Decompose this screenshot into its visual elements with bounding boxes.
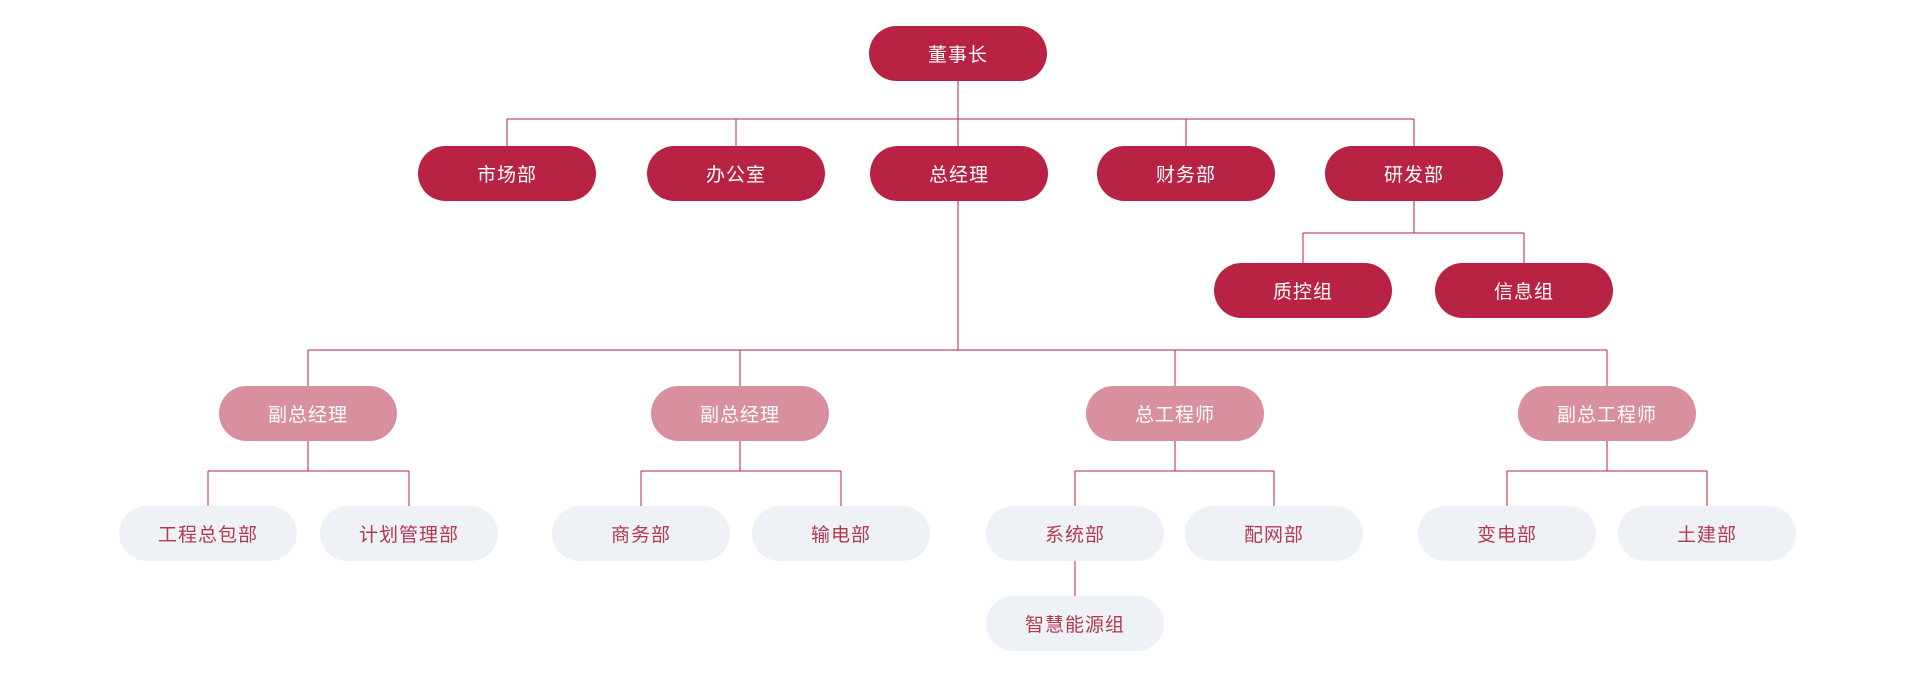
node-quality-control-group: 质控组 (1214, 263, 1392, 318)
node-epc-dept: 工程总包部 (119, 506, 297, 561)
node-office: 办公室 (647, 146, 825, 201)
node-deputy-gm-2: 副总经理 (651, 386, 829, 441)
node-finance-dept: 财务部 (1097, 146, 1275, 201)
node-general-manager: 总经理 (870, 146, 1048, 201)
node-business-dept: 商务部 (552, 506, 730, 561)
node-power-transmission-dept: 输电部 (752, 506, 930, 561)
node-rd-dept: 研发部 (1325, 146, 1503, 201)
node-information-group: 信息组 (1435, 263, 1613, 318)
node-distribution-network-dept: 配网部 (1185, 506, 1363, 561)
node-planning-management-dept: 计划管理部 (320, 506, 498, 561)
node-marketing-dept: 市场部 (418, 146, 596, 201)
node-chief-engineer: 总工程师 (1086, 386, 1264, 441)
node-chairman: 董事长 (869, 26, 1047, 81)
node-substation-dept: 变电部 (1418, 506, 1596, 561)
node-system-dept: 系统部 (986, 506, 1164, 561)
node-smart-energy-group: 智慧能源组 (986, 596, 1164, 651)
node-civil-engineering-dept: 土建部 (1618, 506, 1796, 561)
node-deputy-gm-1: 副总经理 (219, 386, 397, 441)
node-deputy-chief-engineer: 副总工程师 (1518, 386, 1696, 441)
